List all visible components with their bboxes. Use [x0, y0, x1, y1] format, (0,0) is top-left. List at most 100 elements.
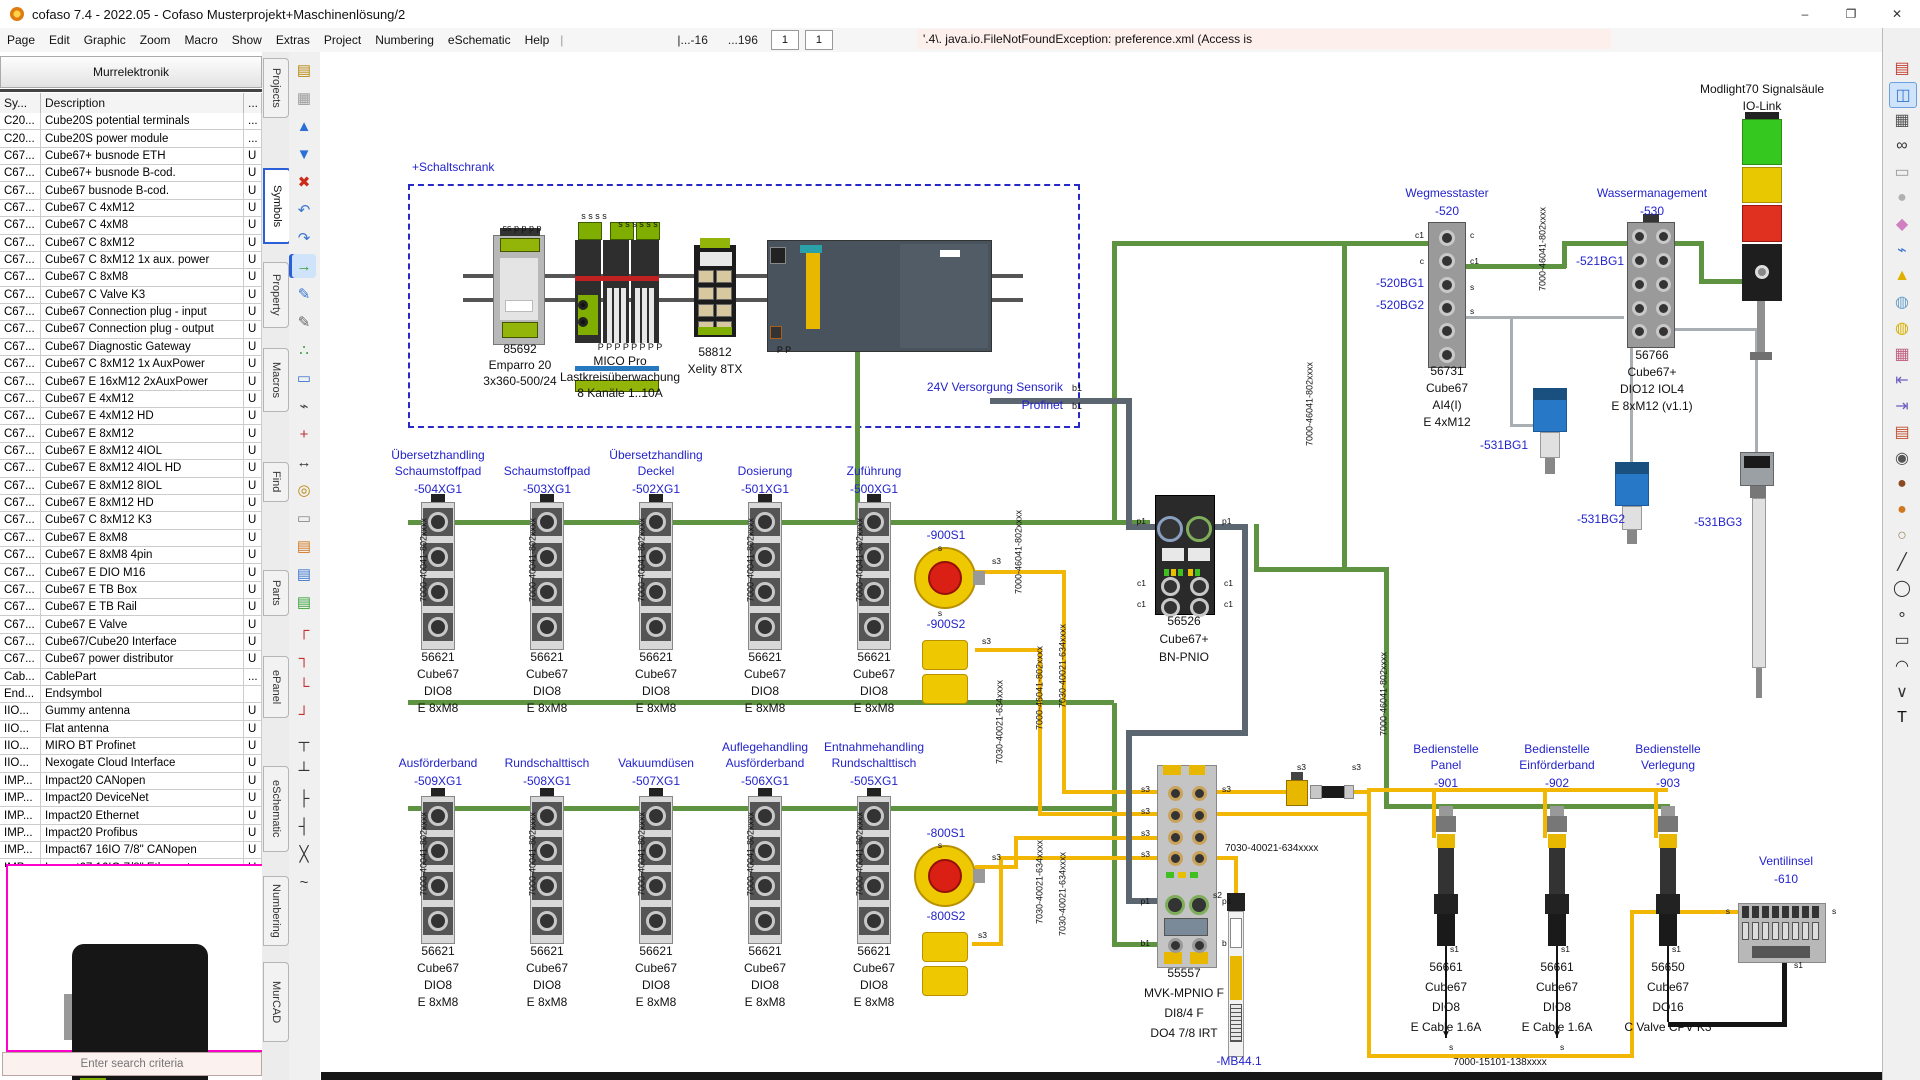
menu-item-extras[interactable]: Extras: [275, 33, 310, 47]
delete-icon[interactable]: ✖: [297, 174, 311, 191]
find-icon[interactable]: ∞: [1896, 137, 1908, 154]
redo-icon[interactable]: ↷: [297, 230, 311, 247]
wire-s-icon[interactable]: ~: [299, 873, 309, 891]
warning-icon[interactable]: ▲: [1894, 267, 1910, 284]
wrench-icon[interactable]: ⌁: [1897, 242, 1907, 259]
export-icon[interactable]: ⇥: [1895, 398, 1909, 415]
tee-up-icon[interactable]: ┴: [298, 761, 310, 779]
tab-murcad[interactable]: MurCAD: [263, 962, 289, 1042]
mvk-body[interactable]: [1157, 765, 1217, 968]
bedienstelle-cable[interactable]: [1439, 806, 1453, 816]
menu-item-macro[interactable]: Macro: [184, 33, 218, 47]
corner-tl-icon[interactable]: ┌: [298, 621, 310, 639]
notes-icon[interactable]: ▤: [1894, 424, 1910, 441]
tab-projects[interactable]: Projects: [263, 58, 289, 118]
page-green-icon[interactable]: ▤: [296, 594, 312, 611]
menu-item-edit[interactable]: Edit: [49, 33, 70, 47]
bedienstelle-cable[interactable]: [1438, 848, 1454, 894]
move-up-icon[interactable]: ▲: [296, 117, 312, 135]
tab-find[interactable]: Find: [263, 462, 289, 502]
lens-icon[interactable]: ○: [1897, 527, 1907, 544]
text-tool-icon[interactable]: T: [1897, 709, 1907, 726]
menu-item-project[interactable]: Project: [323, 33, 362, 47]
scale-box-2[interactable]: 1: [804, 30, 833, 50]
search-input[interactable]: [2, 1052, 262, 1076]
bedienstelle-cable[interactable]: [1658, 816, 1678, 832]
corner-tr-icon[interactable]: ┐: [298, 649, 310, 667]
edit-pen-dark-icon[interactable]: ✎: [297, 314, 311, 331]
tab-macros[interactable]: Macros: [263, 348, 289, 412]
tab-parts[interactable]: Parts: [263, 570, 289, 616]
close-button[interactable]: ✕: [1891, 7, 1903, 21]
import-icon[interactable]: ⇤: [1895, 372, 1909, 389]
bulb-yellow-icon[interactable]: ◍: [1895, 320, 1909, 337]
viewport-icon[interactable]: ▭: [296, 510, 312, 527]
crosshair-icon[interactable]: +: [299, 425, 309, 443]
estop-release-plate[interactable]: [922, 640, 968, 670]
menu-item-graphic[interactable]: Graphic: [83, 33, 126, 47]
football-icon[interactable]: ●: [1897, 475, 1907, 492]
menu-item-page[interactable]: Page: [7, 33, 36, 47]
page-copy-icon[interactable]: ▤: [296, 538, 312, 555]
palette-icon[interactable]: ▦: [1894, 346, 1910, 363]
mb44-cap[interactable]: [1227, 893, 1245, 911]
tconn-body[interactable]: [1286, 780, 1308, 806]
column-header-description[interactable]: Description: [41, 93, 244, 113]
corner-bl-icon[interactable]: └: [298, 677, 310, 695]
cross-wire-icon[interactable]: ╳: [299, 846, 309, 863]
move-down-icon[interactable]: ▼: [296, 145, 312, 163]
column-header-symbol[interactable]: Sy...: [0, 93, 41, 113]
tee-right-icon[interactable]: ├: [298, 789, 310, 807]
table-row[interactable]: C20...Cube20S potential terminals...: [0, 113, 262, 131]
menu-item-help[interactable]: Help: [524, 33, 550, 47]
bedienstelle-cable[interactable]: [1547, 816, 1567, 832]
tee-down-icon[interactable]: ┬: [298, 733, 310, 751]
wegmess-frame[interactable]: [1428, 222, 1466, 368]
table-row[interactable]: Cab...CablePart...: [0, 668, 262, 686]
bedienstelle-cable[interactable]: [1550, 806, 1564, 816]
bedienstelle-cable[interactable]: [1656, 894, 1680, 914]
bedienstelle-cable[interactable]: [1548, 914, 1566, 946]
bedienstelle-cable[interactable]: [1660, 848, 1676, 894]
column-header-u[interactable]: ...: [244, 93, 262, 113]
tag-icon[interactable]: ◆: [1895, 216, 1909, 233]
estop-release-plate[interactable]: [922, 966, 968, 996]
tab-symbols[interactable]: Symbols: [263, 168, 291, 244]
tee-left-icon[interactable]: ┤: [298, 817, 310, 835]
bedienstelle-cable[interactable]: [1659, 834, 1677, 848]
table-row[interactable]: C20...Cube20S power module...: [0, 130, 262, 148]
menu-item-eschematic[interactable]: eSchematic: [447, 33, 511, 47]
bedienstelle-cable[interactable]: [1548, 834, 1566, 848]
minimize-button[interactable]: –: [1801, 7, 1809, 21]
bedienstelle-cable[interactable]: [1437, 914, 1455, 946]
tab-property[interactable]: Property: [263, 262, 289, 328]
selection-rect-icon[interactable]: ▭: [296, 370, 312, 387]
page-blue-icon[interactable]: ▤: [296, 566, 312, 583]
circle-tool-icon[interactable]: ◯: [1893, 580, 1911, 597]
bedienstelle-cable[interactable]: [1659, 914, 1677, 946]
modlight-red[interactable]: [1742, 205, 1782, 242]
